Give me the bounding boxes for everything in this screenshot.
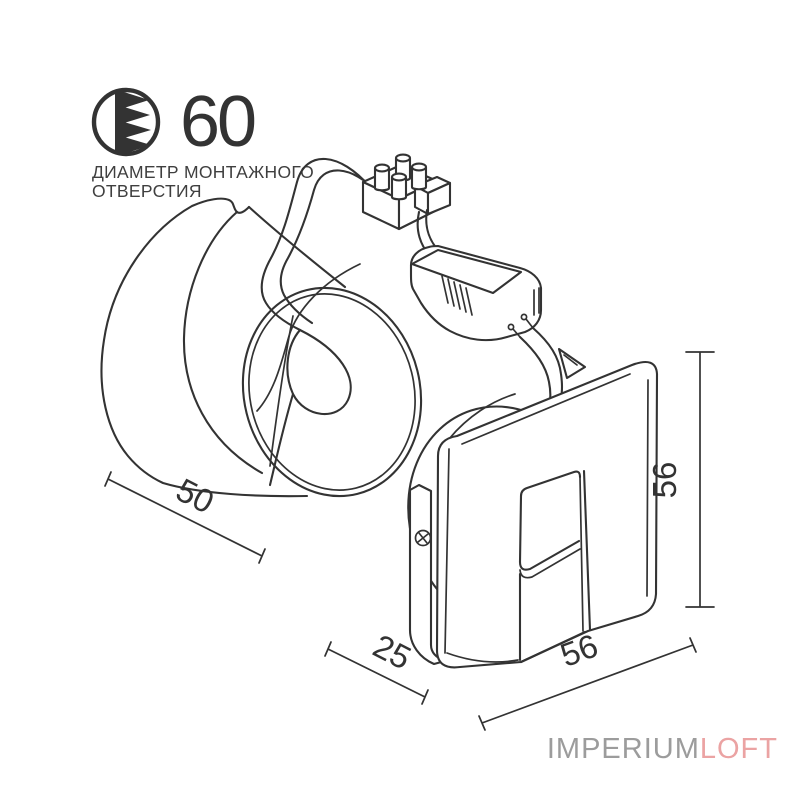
- driver-vent-slits: [441, 275, 473, 316]
- wire-inner-coil: [286, 328, 352, 415]
- front-plate-outline: [435, 360, 659, 669]
- hole-saw-icon: [91, 87, 161, 157]
- wire-strand-b: [279, 169, 380, 325]
- brand-logo: IMPERIUMLOFT: [547, 733, 778, 766]
- plate-right-bevel: [646, 379, 649, 597]
- mounting-hole-label-line2: ОТВЕРСТИЯ: [92, 180, 202, 201]
- sleeve-interior-line: [269, 315, 294, 467]
- backplate-disc-rim: [448, 393, 516, 440]
- sleeve-back-rim-arc: [182, 210, 264, 475]
- slot-right-wall-inner: [579, 476, 584, 632]
- brand-name-primary: IMPERIUM: [546, 733, 700, 765]
- terminal-block-drawing: [361, 153, 452, 231]
- driver-label-panel: [410, 248, 523, 295]
- sleeve-outer-silhouette: [100, 197, 309, 498]
- terminal-pin: [373, 168, 391, 192]
- terminal-pins: [373, 153, 428, 201]
- dim-fixture-height-value: 56: [646, 462, 683, 499]
- driver-cable-slot: [533, 287, 540, 316]
- plate-bottom-bevel: [446, 652, 519, 663]
- wire-coil-tail: [268, 392, 295, 487]
- mounting-hole-label: ДИАМЕТР МОНТАЖНОГО ОТВЕРСТИЯ: [92, 163, 372, 200]
- spring-clip: [557, 347, 587, 380]
- terminal-block-right-side: [426, 181, 452, 216]
- dim-sleeve-length: 50: [104, 471, 266, 564]
- slot-step-curve: [518, 539, 581, 571]
- slot-left-wall: [518, 494, 523, 564]
- terminal-pin: [390, 177, 408, 201]
- mounting-screw: [414, 529, 432, 547]
- led-driver-drawing: [409, 244, 543, 342]
- brand-name-secondary: LOFT: [699, 733, 778, 765]
- light-slot: [518, 469, 592, 664]
- mounting-sleeve-drawing: [100, 197, 423, 498]
- driver-wire-pins: [507, 313, 534, 338]
- fixture-front-plate: [435, 360, 659, 669]
- mounting-hole-label-line1: ДИАМЕТР МОНТАЖНОГО: [92, 162, 315, 182]
- wire-strand-a: [260, 157, 372, 332]
- slot-top-edge: [519, 470, 582, 498]
- sleeve-front-rim-outer: [241, 286, 423, 498]
- sleeve-front-rim-inner: [248, 293, 416, 491]
- slot-step-curve-lower: [519, 548, 581, 579]
- plate-top-bevel: [461, 373, 631, 445]
- terminal-pin: [410, 167, 428, 191]
- dim-fixture-height: 56: [646, 351, 715, 608]
- supply-wire-loop: [260, 157, 380, 487]
- slot-floor-bottom: [519, 630, 587, 664]
- mounting-hole-callout: 60: [88, 82, 257, 162]
- plate-left-bevel: [444, 448, 450, 654]
- slot-right-wall-outer: [582, 469, 592, 632]
- mounting-hole-diameter-value: 60: [180, 82, 257, 162]
